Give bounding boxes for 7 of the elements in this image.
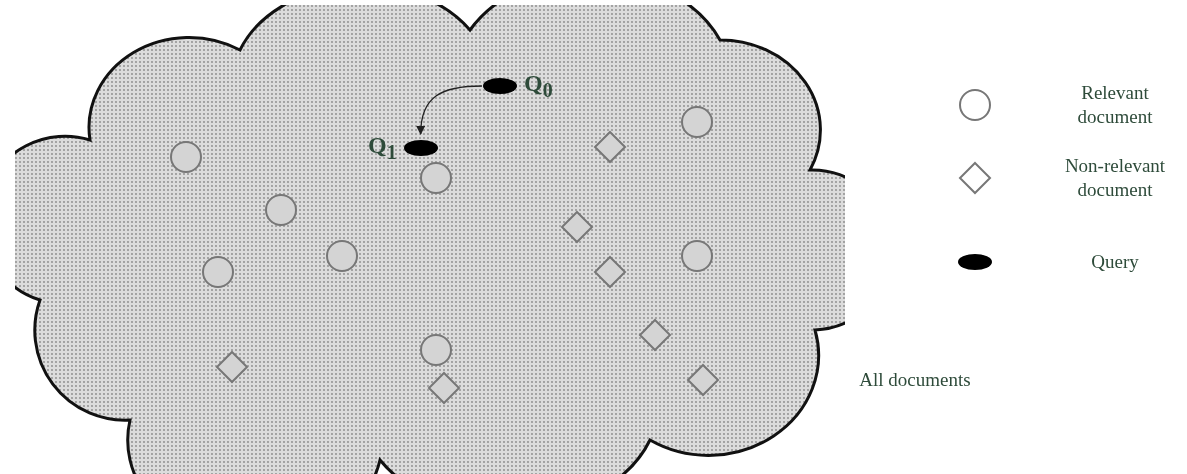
- arrow: [416, 85, 483, 135]
- query-label: Q$_{1}$: [368, 130, 397, 165]
- caption-text: All documents: [858, 368, 972, 392]
- legend-label: Query: [1090, 250, 1140, 274]
- query-label: Q$_{0}$: [524, 68, 553, 103]
- legend-label: Relevant document: [1076, 81, 1154, 129]
- legend-label: Non-relevant document: [1063, 154, 1167, 202]
